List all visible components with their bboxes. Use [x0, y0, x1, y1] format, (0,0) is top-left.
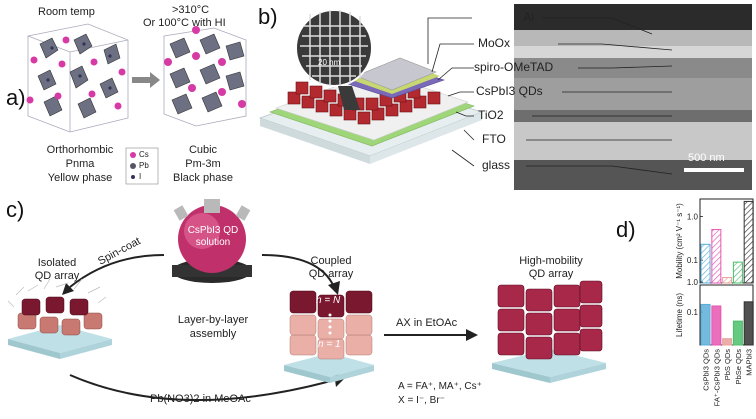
isolated-qd-array	[7, 278, 112, 359]
cubic-group: Pm-3m	[185, 158, 221, 170]
hi-label: Or 100°C with HI	[143, 17, 226, 29]
isolated-label: Isolated QD array	[22, 257, 92, 283]
top-arc-arrow	[261, 254, 335, 288]
layer-glass: glass	[482, 158, 511, 172]
layer-fto: FTO	[482, 132, 506, 146]
lifetime-bar	[711, 305, 722, 346]
high-mobility-line1: High-mobility	[519, 255, 583, 267]
category-label: FA⁺-CsPbI3 QDs	[712, 349, 721, 407]
lifetime-tick-label: 1.0	[687, 278, 699, 287]
tem-inset	[295, 9, 373, 87]
lifetime-bar	[700, 303, 711, 346]
panel-a-label: a)	[6, 85, 26, 110]
ortho-caption: Orthorhombic Pnma Yellow phase	[40, 143, 120, 185]
pb-treatment-label: Pb(NO3)2 in MeOAc	[150, 393, 251, 405]
layer-by-layer-label: Layer-by-layer assembly	[168, 313, 258, 341]
layer-spiro: spiro-OMeTAD	[474, 60, 554, 74]
layer-al: Al	[523, 10, 534, 24]
mobility-tick-label: 1.0	[687, 212, 699, 221]
mobility-bar	[732, 261, 743, 284]
category-label: PbSe QDs	[734, 349, 743, 385]
legend-cs: Cs	[139, 150, 149, 159]
lifetime-tick-label: 0.1	[687, 308, 699, 317]
mobility-bar	[711, 229, 722, 284]
high-temp-label: >310°C	[172, 4, 210, 16]
lifetime-bar	[732, 320, 743, 346]
lifetime-ylabel: Lifetime (ns)	[675, 293, 684, 337]
high-mobility-qd-array	[492, 280, 606, 383]
lifetime-bar	[722, 338, 733, 346]
category-label: CsPbI3 QDs	[702, 349, 711, 391]
mobility-bar	[722, 277, 733, 284]
lbl-line1: Layer-by-layer	[177, 314, 249, 326]
panel-c-label: c)	[6, 197, 25, 222]
panel-c: c)	[0, 195, 612, 419]
mobility-bar	[743, 200, 754, 284]
inset-scale: 20 nm	[318, 58, 341, 67]
lbl-line2: assembly	[189, 328, 237, 340]
device-stack-illustration	[258, 4, 752, 190]
spin-coat-arrow	[69, 254, 165, 288]
room-temp-label: Room temp	[38, 6, 95, 18]
crystal-structures	[26, 23, 247, 185]
coupled-label: Coupled QD array	[296, 255, 366, 281]
lifetime-bar	[743, 301, 754, 346]
coupled-line1: Coupled	[310, 255, 352, 267]
flask-label: CsPbI3 QD solution	[178, 225, 248, 249]
legend-pb: Pb	[139, 161, 149, 170]
cubic-name: Cubic	[188, 144, 218, 156]
layer-moox: MoOx	[478, 36, 511, 50]
ortho-group: Pnma	[65, 158, 95, 170]
bottom-arc-arrow	[69, 374, 339, 402]
ax-treatment-label: AX in EtOAc	[396, 317, 458, 329]
isolated-line2: QD array	[34, 270, 80, 282]
coupled-qd-array	[284, 290, 374, 383]
n-top-label: n = N	[316, 295, 341, 306]
panel-a: a) Room temp >310°C Or 100°C with HI	[0, 0, 252, 195]
panel-b-label: b)	[258, 4, 278, 29]
layer-tio2: TiO2	[478, 108, 504, 122]
process-diagram	[7, 199, 606, 402]
cubic-phase: Black phase	[173, 172, 233, 184]
category-label: PbS QDs	[723, 349, 732, 381]
flask-illustration	[172, 199, 252, 283]
panel-d-label: d)	[616, 217, 636, 242]
category-label: MAPbI3	[745, 349, 754, 376]
legend-i: I	[139, 172, 142, 181]
n-bottom-label: n = 1	[318, 339, 341, 350]
layer-qds: CsPbI3 QDs	[476, 84, 543, 98]
cubic-structure	[163, 26, 247, 127]
cubic-caption: Cubic Pm-3m Black phase	[168, 143, 238, 185]
high-mobility-line2: QD array	[528, 268, 574, 280]
orthorhombic-structure	[26, 23, 129, 133]
mobility-ylabel: Mobility (cm² V⁻¹ s⁻¹)	[675, 203, 684, 279]
high-mobility-label: High-mobility QD array	[508, 255, 594, 281]
a-definition: A = FA⁺, MA⁺, Cs⁺	[398, 381, 482, 392]
sem-scale: 500 nm	[688, 152, 725, 164]
coupled-line2: QD array	[308, 268, 354, 280]
x-definition: X = I⁻, Br⁻	[398, 395, 445, 406]
isolated-line1: Isolated	[37, 257, 77, 269]
flask-label-line2: solution	[195, 237, 231, 248]
mobility-tick-label: 0.1	[687, 256, 699, 265]
ortho-phase: Yellow phase	[47, 172, 113, 184]
ortho-name: Orthorhombic	[46, 144, 114, 156]
flask-label-line1: CsPbI3 QD	[187, 225, 239, 236]
mobility-bar	[700, 243, 711, 284]
panel-b: b)	[252, 0, 756, 195]
